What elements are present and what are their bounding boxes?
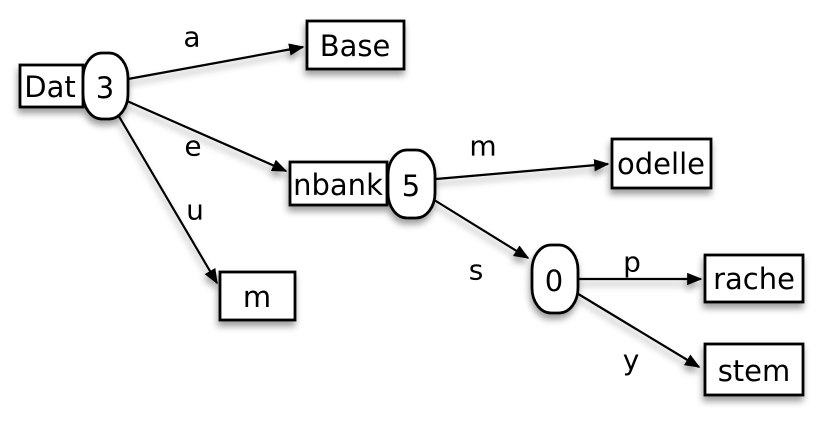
node-box-base [305, 19, 406, 71]
node-state-0 [530, 243, 580, 315]
node-box-nbank [288, 160, 389, 207]
node-label-m: m [243, 280, 271, 314]
node-box-dat [18, 63, 85, 109]
node-label-rache: rache [713, 262, 795, 296]
node-label-state-0: 0 [545, 264, 563, 298]
node-state-3 [81, 51, 130, 121]
edge-label-e: e [184, 130, 201, 163]
node-box-odelle [610, 137, 713, 190]
edge-s-state5-to-state0 [430, 197, 530, 259]
node-box-stem [703, 342, 805, 397]
node-label-dat: Dat [24, 70, 75, 104]
node-state-5 [386, 148, 437, 220]
edge-label-a: a [183, 21, 200, 54]
edge-y-state0-to-stem [574, 291, 701, 368]
node-label-odelle: odelle [617, 147, 705, 181]
edge-label-y: y [623, 344, 640, 377]
edge-label-s: s [469, 254, 484, 287]
node-label-state-3: 3 [96, 71, 114, 105]
edge-label-p: p [623, 246, 641, 279]
edge-e-state3-to-nbank [126, 99, 288, 173]
edge-label-m: m [469, 130, 496, 163]
node-label-nbank: nbank [293, 168, 383, 202]
edge-a-state3-to-base [127, 43, 305, 81]
node-label-base: Base [320, 29, 391, 63]
node-label-stem: stem [718, 354, 791, 388]
edge-m-state5-to-odelle [435, 159, 610, 181]
edge-u-state3-to-m [116, 112, 218, 285]
node-label-state-5: 5 [402, 169, 420, 203]
node-box-m [218, 270, 297, 322]
edge-label-u: u [186, 194, 204, 227]
node-box-rache [703, 253, 805, 304]
